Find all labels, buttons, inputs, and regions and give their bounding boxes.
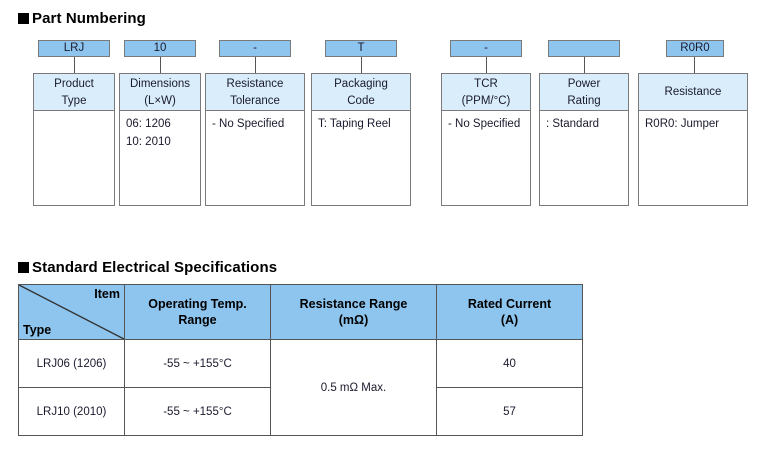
description-line: T: Taping Reel <box>318 118 391 130</box>
header-cell-item-type: Item Type <box>18 284 125 340</box>
code-box-product-type: LRJ <box>38 40 110 57</box>
label-line-2: (PPM/°C) <box>461 94 511 107</box>
header-line-1: Resistance Range <box>299 297 408 311</box>
connector-line-dimensions <box>160 57 161 73</box>
description-box-resistance: R0R0: Jumper <box>638 111 748 206</box>
connector-line-product-type <box>74 57 75 73</box>
description-line: R0R0: Jumper <box>645 118 720 130</box>
description-line: : Standard <box>546 118 600 130</box>
connector-line-resistance <box>694 57 695 73</box>
description-box-product-type <box>33 111 115 206</box>
header-line-1: Rated Current <box>467 297 552 311</box>
part-numbering-diagram: LRJ Product Type 10 Dimensions (L×W) 06:… <box>0 36 771 216</box>
label-box-tcr: TCR (PPM/°C) <box>441 73 531 111</box>
header-line-1: Operating Temp. <box>148 297 247 311</box>
header-line-2: (A) <box>500 313 519 327</box>
label-line-2: Type <box>61 94 87 107</box>
description-box-dimensions: 06: 1206 10: 2010 <box>119 111 201 206</box>
header-label-item: Item <box>94 287 120 301</box>
connector-line-tcr <box>486 57 487 73</box>
code-box-packaging-code: T <box>325 40 397 57</box>
cell-operating-temp: -55 ~ +155°C <box>124 387 271 436</box>
standard-electrical-specifications-heading: Standard Electrical Specifications <box>18 259 277 276</box>
description-box-resistance-tolerance: - No Specified <box>205 111 305 206</box>
cell-rated-current: 40 <box>436 339 583 388</box>
code-box-resistance: R0R0 <box>666 40 724 57</box>
description-line: - No Specified <box>212 118 285 130</box>
header-cell-operating-temp-range: Operating Temp. Range <box>124 284 271 340</box>
label-box-resistance: Resistance <box>638 73 748 111</box>
label-line-2: Rating <box>567 94 601 107</box>
label-box-resistance-tolerance: Resistance Tolerance <box>205 73 305 111</box>
table-row: LRJ10 (2010) -55 ~ +155°C 57 <box>18 387 583 436</box>
connector-line-resistance-tolerance <box>255 57 256 73</box>
header-line-2: (mΩ) <box>338 313 369 327</box>
standard-electrical-specifications-table: Item Type Operating Temp. Range Resistan… <box>18 284 583 436</box>
table-row: LRJ06 (1206) -55 ~ +155°C 0.5 mΩ Max. 40 <box>18 339 583 436</box>
header-cell-resistance-range: Resistance Range (mΩ) <box>270 284 437 340</box>
cell-type: LRJ10 (2010) <box>18 387 125 436</box>
label-line-2: Tolerance <box>230 94 280 107</box>
label-line-1: Resistance <box>664 86 722 98</box>
label-line-2: Code <box>347 94 375 107</box>
connector-line-power-rating <box>584 57 585 73</box>
description-box-packaging-code: T: Taping Reel <box>311 111 411 206</box>
description-box-tcr: - No Specified <box>441 111 531 206</box>
label-line-1: Product <box>54 77 94 90</box>
code-box-resistance-tolerance: - <box>219 40 291 57</box>
header-line-2: Range <box>178 313 217 327</box>
black-square-marker-icon <box>18 262 29 273</box>
diagonal-divider-icon <box>19 285 124 339</box>
label-line-1: Resistance <box>226 77 284 90</box>
label-line-1: TCR <box>474 77 498 90</box>
description-line: 06: 1206 <box>126 118 171 130</box>
table-header-row: Item Type Operating Temp. Range Resistan… <box>18 284 583 340</box>
label-line-1: Power <box>567 77 601 90</box>
label-box-power-rating: Power Rating <box>539 73 629 111</box>
cell-operating-temp: -55 ~ +155°C <box>124 339 271 388</box>
label-line-2: (L×W) <box>144 94 176 107</box>
label-line-1: Dimensions <box>129 77 191 90</box>
code-box-dimensions: 10 <box>124 40 196 57</box>
cell-resistance-range-merged: 0.5 mΩ Max. <box>270 339 437 436</box>
header-cell-rated-current: Rated Current (A) <box>436 284 583 340</box>
standard-electrical-specifications-heading-text: Standard Electrical Specifications <box>32 259 278 276</box>
part-numbering-heading: Part Numbering <box>18 10 146 27</box>
connector-line-packaging-code <box>361 57 362 73</box>
label-box-product-type: Product Type <box>33 73 115 111</box>
part-numbering-heading-text: Part Numbering <box>32 10 146 27</box>
description-box-power-rating: : Standard <box>539 111 629 206</box>
label-line-1: Packaging <box>334 77 388 90</box>
label-box-packaging-code: Packaging Code <box>311 73 411 111</box>
label-box-dimensions: Dimensions (L×W) <box>119 73 201 111</box>
cell-rated-current: 57 <box>436 387 583 436</box>
code-box-power-rating <box>548 40 620 57</box>
description-line: - No Specified <box>448 118 521 130</box>
header-label-type: Type <box>23 323 52 337</box>
cell-type: LRJ06 (1206) <box>18 339 125 388</box>
black-square-marker-icon <box>18 13 29 24</box>
description-line: 10: 2010 <box>126 136 171 148</box>
code-box-tcr: - <box>450 40 522 57</box>
